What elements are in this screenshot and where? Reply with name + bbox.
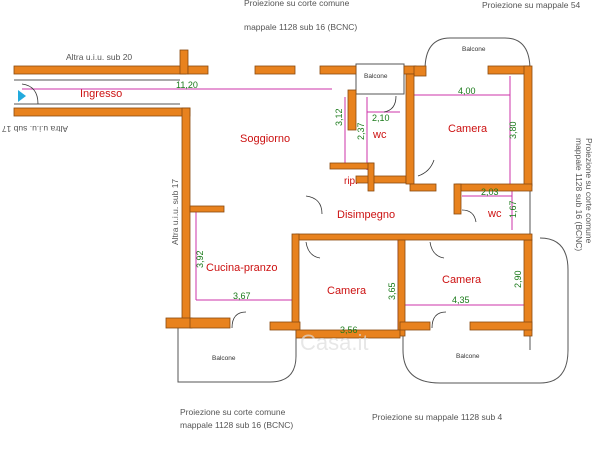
wall-top-right-post <box>413 65 427 77</box>
balcony-top-right-outline <box>424 37 531 71</box>
dim-label-400: 4,00 <box>458 86 476 96</box>
wall-top-left <box>13 65 187 75</box>
dim-label-367: 3,67 <box>233 291 251 301</box>
door-camera-top <box>417 159 435 177</box>
entrance-arrow-icon <box>18 90 26 102</box>
wall-bottom-right <box>469 321 533 331</box>
wall-bottom-right-b <box>399 321 431 331</box>
wall-camera-divider <box>397 239 406 337</box>
room-label-camera-right: Camera <box>442 274 482 286</box>
room-label-soggiorno: Soggiorno <box>240 133 290 145</box>
wall-mid-horizontal <box>295 233 533 241</box>
dim-label-290: 2,90 <box>513 270 523 288</box>
room-label-rip: rip. <box>344 176 358 187</box>
dim-label-356: 3,56 <box>340 325 358 335</box>
balcony-label-bottom-right: Balcone <box>456 353 480 360</box>
wall-top-left-post <box>179 49 189 75</box>
room-label-ingresso: Ingresso <box>80 88 122 100</box>
wall-wc-right-left <box>453 183 462 215</box>
door-swings <box>21 83 477 329</box>
door-soggiorno-disimpegno <box>305 195 323 215</box>
wall-rip <box>329 162 375 170</box>
wall-bottom-camera <box>295 329 401 339</box>
dim-label-380: 3,80 <box>508 121 518 139</box>
door-balcony-right <box>431 311 447 329</box>
wall-top-mid-c <box>319 65 357 75</box>
dim-label-210: 2,10 <box>372 113 390 123</box>
annotation-bottom-mappale: Proiezione su mappale 1128 sub 4 <box>372 412 503 422</box>
room-label-camera-mid: Camera <box>327 285 367 297</box>
balcony-bottom-right-outline <box>402 237 569 384</box>
balcony-label-top-small: Balcone <box>364 73 388 80</box>
annotation-top-right: Proiezione su mappale 54 <box>482 0 581 10</box>
annotation-right-vertical-1: Proiezione su corte comune <box>584 138 594 244</box>
wall-right-outer <box>523 65 533 187</box>
door-wc-top <box>383 95 397 113</box>
annotation-top-mappale: mappale 1128 sub 16 (BCNC) <box>244 22 357 32</box>
dim-label-392: 3,92 <box>195 250 205 268</box>
balcony-top-small-outline <box>355 63 405 95</box>
dim-label-435: 4,35 <box>452 295 470 305</box>
annotation-bottom-corte-2: mappale 1128 sub 16 (BCNC) <box>180 420 293 430</box>
wall-soggiorno-cucina <box>189 205 225 213</box>
wall-wc-left <box>347 89 357 131</box>
wall-bottom-mid <box>269 321 301 331</box>
dim-label-312: 3,12 <box>334 108 344 126</box>
dim-label-365: 3,65 <box>387 282 397 300</box>
watermark: Casa.it <box>300 330 368 355</box>
dim-label-167: 1,67 <box>508 200 518 218</box>
wall-ingresso-bottom <box>13 107 191 117</box>
annotation-left-sub17-vertical: Altra u.i.u. sub 17 <box>170 179 180 245</box>
dim-label-203: 2,03 <box>481 187 499 197</box>
door-camera-mid <box>305 241 321 259</box>
balcony-label-bottom-left: Balcone <box>212 355 236 362</box>
dim-label-237: 2,37 <box>356 122 366 140</box>
wall-bottom-left-a <box>165 317 193 329</box>
wall-disimpegno-top <box>409 183 437 192</box>
wall-camera-mid-left <box>291 233 300 331</box>
door-camera-right <box>429 241 445 259</box>
wall-rip-side <box>367 162 375 192</box>
door-balcony-left <box>231 311 247 329</box>
annotation-bottom-corte-1: Proiezione su corte comune <box>180 407 286 417</box>
dim-label-1120: 11,20 <box>176 80 198 90</box>
balcony-label-top-right: Balcone <box>462 46 486 53</box>
balcony-bottom-left-outline <box>177 322 297 383</box>
wall-wc-bottom <box>355 175 407 184</box>
wall-bottom-left-b <box>189 317 231 329</box>
wall-top-mid-a <box>187 65 209 75</box>
room-label-camera-top: Camera <box>448 123 488 135</box>
door-entrance <box>21 83 39 105</box>
wall-wc-mid <box>405 73 415 185</box>
wall-top-mid-b <box>254 65 296 75</box>
room-label-wc-top: wc <box>372 129 387 141</box>
room-label-disimpegno: Disimpegno <box>337 209 395 221</box>
room-label-cucina: Cucina-pranzo <box>206 262 278 274</box>
walls <box>13 49 533 339</box>
door-wc-right <box>461 209 477 223</box>
annotation-left-sub17-rotated: Altra u.i.u. sub 17 <box>2 124 68 134</box>
annotation-top-corte: Proiezione su corte comune <box>244 0 350 8</box>
annotation-right-vertical-2: mappale 1128 sub 16 (BCNC) <box>574 138 584 251</box>
wall-left-vertical <box>181 107 191 325</box>
annotation-left-sub20: Altra u.i.u. sub 20 <box>66 52 132 62</box>
room-label-wc-right: wc <box>487 208 502 220</box>
